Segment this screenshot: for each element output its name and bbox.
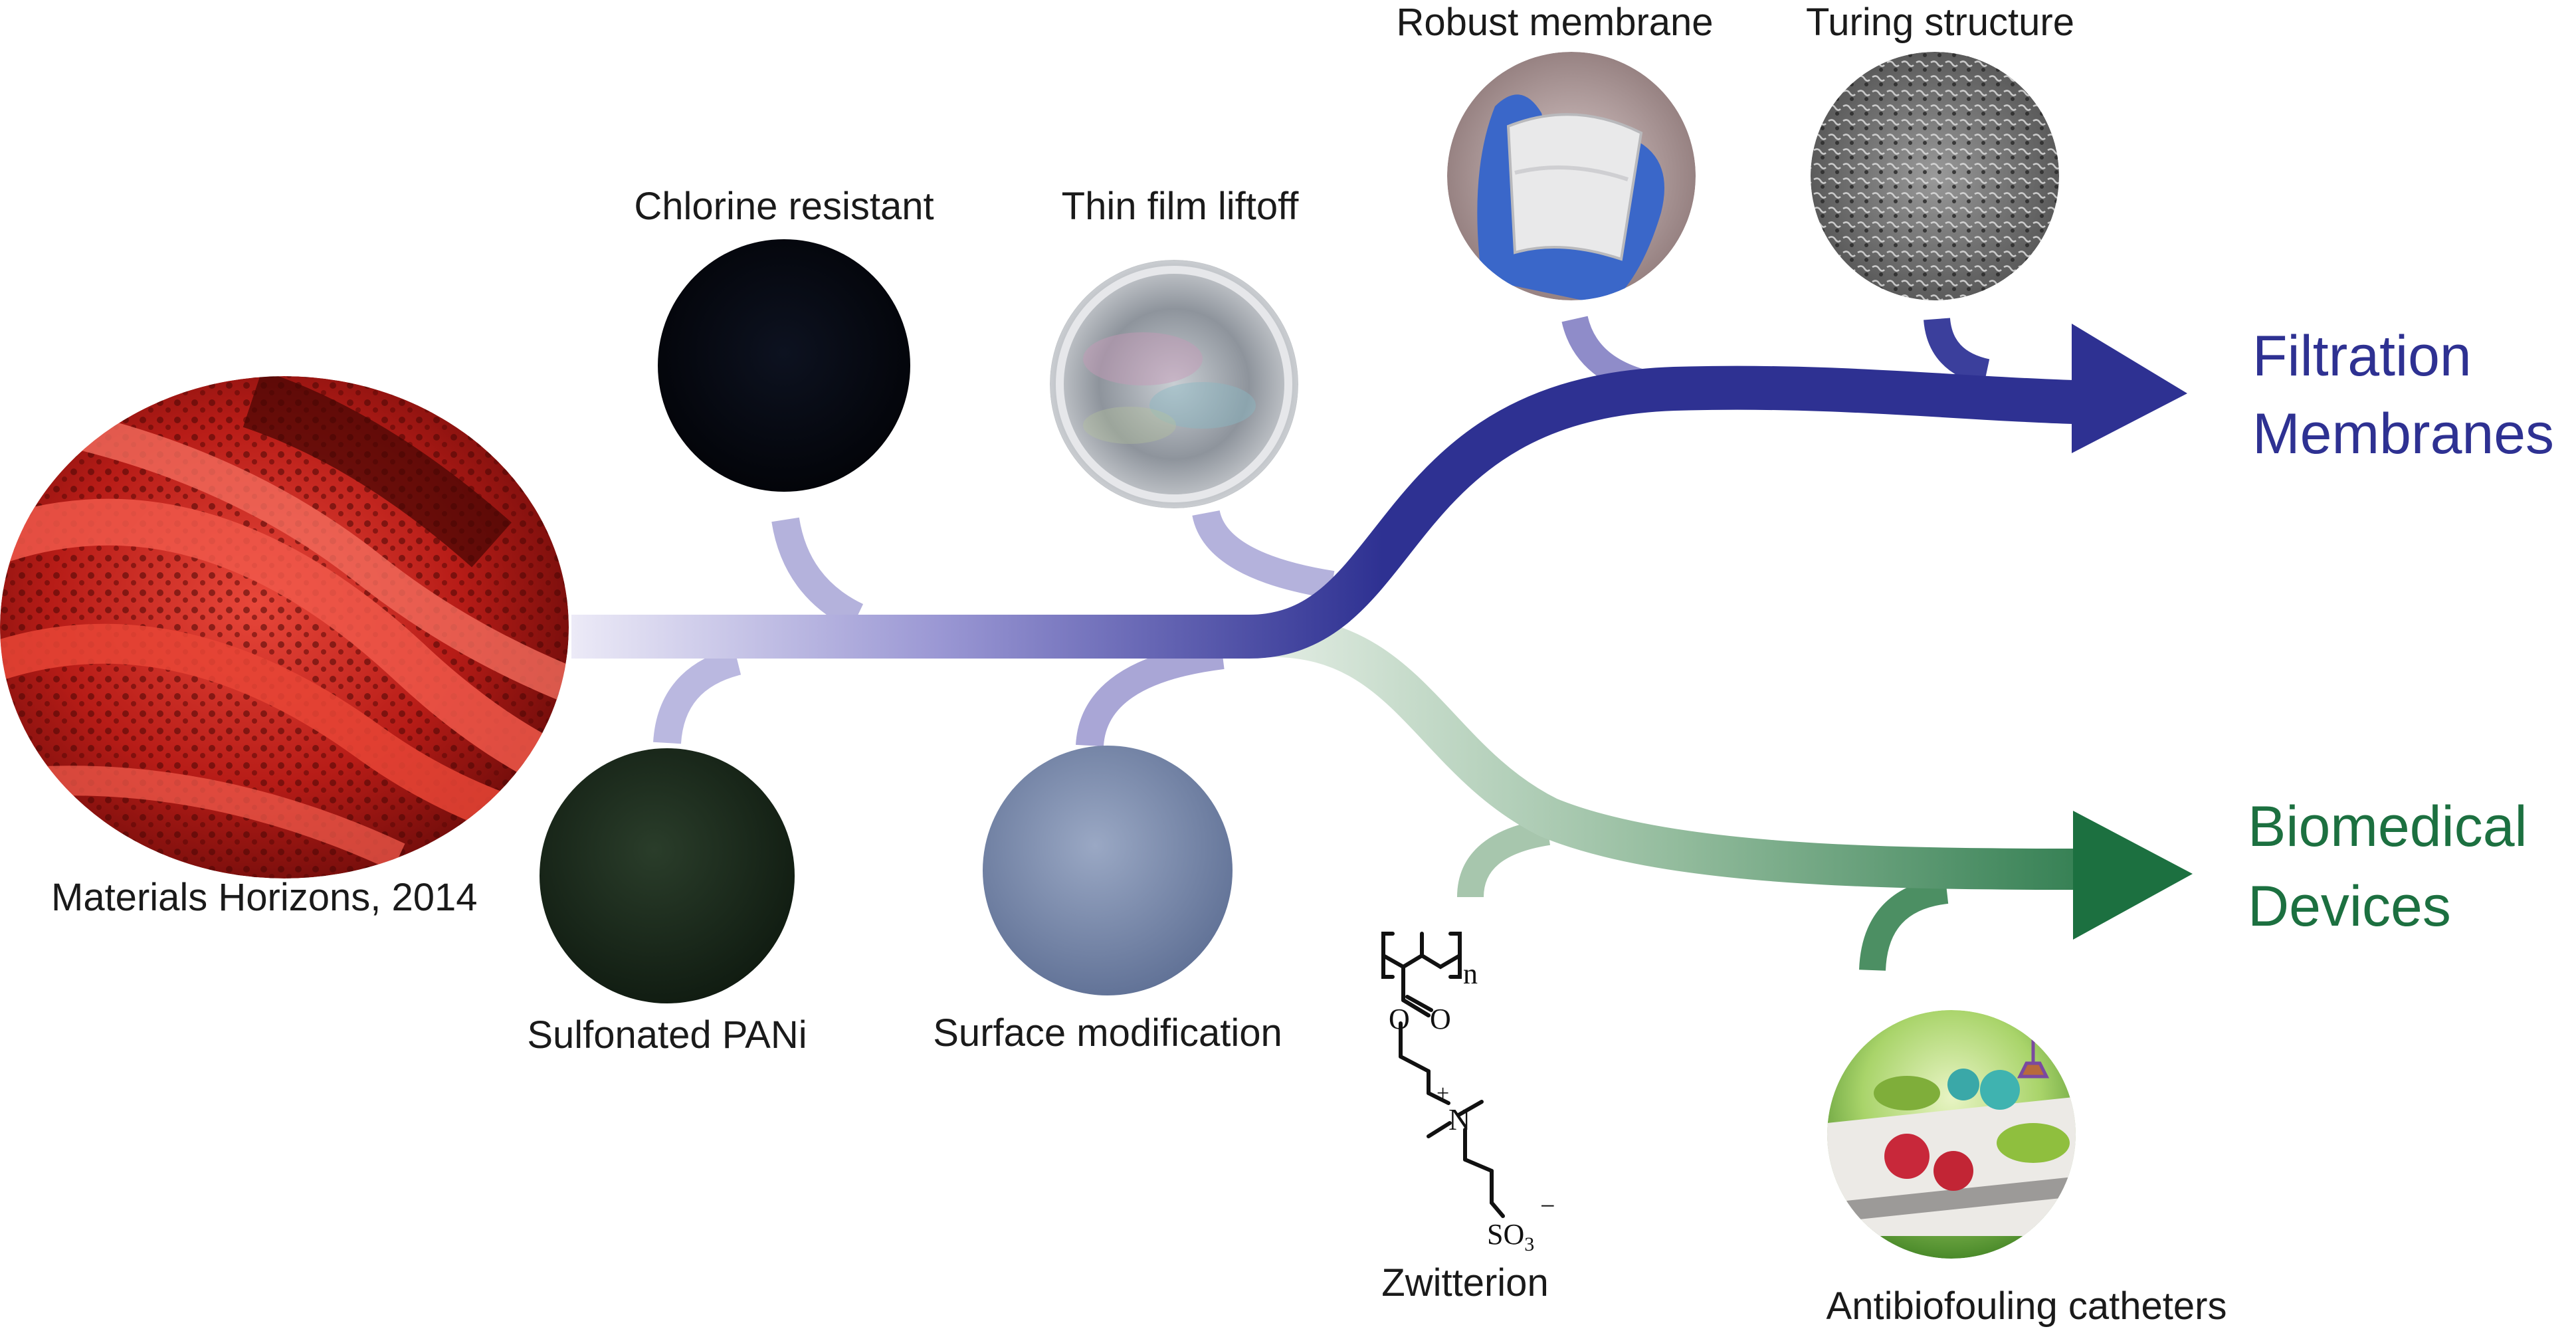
blue-grey-membrane-disc <box>983 746 1233 995</box>
robust-node: Robust membrane <box>1396 1 1714 300</box>
chlorine-node: Chlorine resistant <box>634 185 934 492</box>
biomedical-label-line2: Devices <box>2248 875 2451 938</box>
bacteria-on-surface-illustration <box>1827 1010 2076 1259</box>
liftoff-node: Thin film liftoff <box>1050 185 1299 508</box>
origin-caption: Materials Horizons, 2014 <box>51 876 478 919</box>
biomedical-label-line1: Biomedical <box>2248 795 2527 859</box>
biomedical-arrowhead <box>2073 811 2193 940</box>
dark-membrane-disc <box>658 239 910 492</box>
dark-green-membrane-disc <box>540 748 795 1003</box>
surface-caption: Surface modification <box>933 1011 1282 1055</box>
flow-network <box>571 315 2193 972</box>
surface-node: Surface modification <box>933 746 1282 1055</box>
zwitterion-structure <box>1381 932 1505 1218</box>
biomedical-path <box>1261 615 2074 890</box>
iridescent-film-disc <box>1050 260 1298 508</box>
liftoff-caption: Thin film liftoff <box>1062 185 1300 228</box>
turing-caption: Turing structure <box>1806 1 2074 44</box>
gloved-hand-holding-membrane <box>1447 52 1696 300</box>
zwitterion-n-subscript: n <box>1463 958 1478 990</box>
filtration-label-line1: Filtration <box>2252 324 2472 388</box>
catheter-caption: Antibiofouling catheters <box>1827 1285 2227 1328</box>
robust-caption: Robust membrane <box>1396 1 1713 44</box>
sem-turing-texture <box>1811 52 2059 300</box>
zwitterion-minus: − <box>1540 1191 1555 1221</box>
zwitterion-nitrogen: N <box>1448 1102 1470 1136</box>
zwitterion-caption: Zwitterion <box>1381 1261 1548 1304</box>
branch-surface <box>1076 641 1225 747</box>
pani-fiber-sem-micrograph <box>0 376 569 878</box>
branch-liftoff <box>1192 509 1335 599</box>
filtration-arrowhead <box>2072 324 2187 453</box>
branch-chlorine <box>771 517 864 629</box>
biomedical-output: Biomedical Devices <box>2248 795 2527 938</box>
branch-turing <box>1924 317 1990 385</box>
zwitterion-so3: SO3 <box>1487 1218 1534 1255</box>
turing-node: Turing structure <box>1806 1 2074 300</box>
sulfonated-node: Sulfonated PANi <box>527 748 807 1057</box>
zwitterion-oxygen-ester: O <box>1389 1003 1410 1035</box>
filtration-path <box>571 365 2074 659</box>
sulfonated-caption: Sulfonated PANi <box>527 1013 807 1057</box>
zwitterion-node: n O O + N SO3 − Zwitterion <box>1381 932 1555 1304</box>
filtration-output: Filtration Membranes <box>2252 324 2554 466</box>
zwitterion-plus: + <box>1437 1081 1449 1106</box>
branch-catheter <box>1859 877 1949 972</box>
zwitterion-oxygen-carbonyl: O <box>1430 1003 1451 1035</box>
chlorine-caption: Chlorine resistant <box>634 185 934 228</box>
filtration-label-line2: Membranes <box>2252 402 2554 466</box>
origin-node: Materials Horizons, 2014 <box>0 376 569 919</box>
branch-zwitterion <box>1457 819 1551 898</box>
catheter-node: Antibiofouling catheters <box>1827 1010 2227 1328</box>
branch-sulfonated <box>653 647 742 744</box>
